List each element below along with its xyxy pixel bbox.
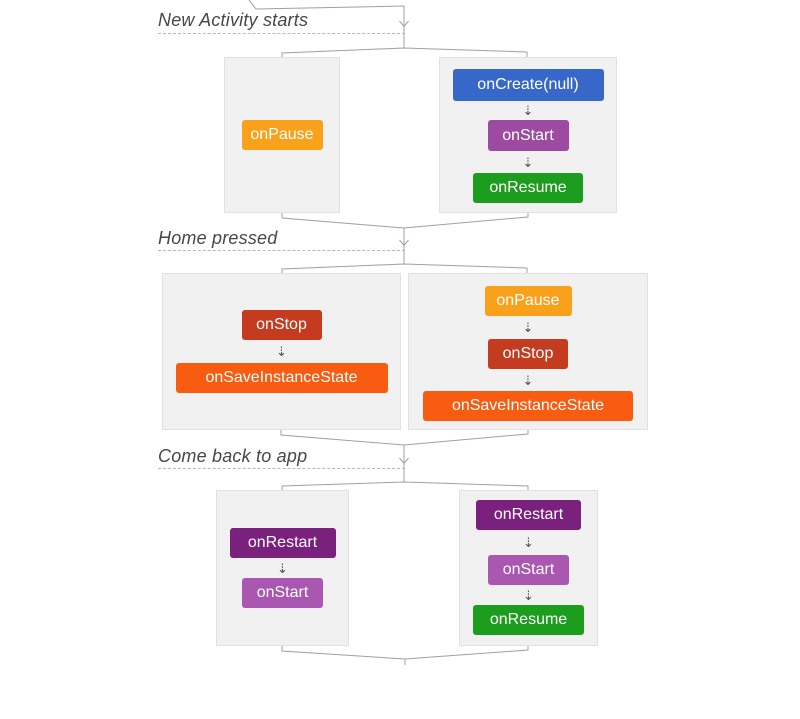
step-onpause: onPause bbox=[484, 286, 572, 316]
section-divider-3 bbox=[158, 468, 405, 469]
connector-arrowhead-1 bbox=[399, 20, 409, 28]
dashed-down-arrow-icon: ⇣ bbox=[523, 535, 534, 550]
panel-new-activity-start: onCreate(null) ⇣ onStart ⇣ onResume bbox=[439, 57, 617, 213]
step-onsaveinstancestate: onSaveInstanceState bbox=[175, 363, 388, 393]
step-onresume: onResume bbox=[473, 605, 584, 635]
dashed-down-arrow-icon: ⇣ bbox=[277, 560, 288, 576]
panel-home-pressed-right: onPause ⇣ onStop ⇣ onSaveInstanceState bbox=[408, 273, 648, 430]
dashed-down-arrow-icon: ⇣ bbox=[522, 372, 534, 388]
connector-merge-1 bbox=[281, 213, 529, 229]
panel-come-back-right: onRestart ⇣ onStart ⇣ onResume bbox=[459, 490, 598, 646]
step-onresume: onResume bbox=[473, 173, 583, 203]
connector-merge-2 bbox=[280, 430, 529, 446]
step-oncreate-null: onCreate(null) bbox=[452, 69, 604, 101]
step-onstop: onStop bbox=[241, 310, 322, 340]
dashed-down-arrow-icon: ⇣ bbox=[276, 344, 287, 359]
step-onstart: onStart bbox=[242, 578, 323, 608]
step-onpause: onPause bbox=[241, 120, 323, 150]
section-divider-1 bbox=[158, 33, 405, 34]
step-onrestart: onRestart bbox=[229, 528, 336, 558]
connector-arrowhead-3 bbox=[399, 457, 409, 465]
connector-merge-3 bbox=[281, 646, 529, 660]
dashed-down-arrow-icon: ⇣ bbox=[522, 154, 534, 170]
section-label-new-activity: New Activity starts bbox=[158, 10, 309, 30]
connector-fork-1 bbox=[281, 47, 528, 57]
connector-fork-3 bbox=[281, 481, 529, 490]
section-label-come-back: Come back to app bbox=[158, 446, 308, 466]
step-onsaveinstancestate: onSaveInstanceState bbox=[423, 391, 633, 421]
section-divider-2 bbox=[158, 250, 405, 251]
panel-home-pressed-left: onStop ⇣ onSaveInstanceState bbox=[162, 273, 401, 430]
dashed-down-arrow-icon: ⇣ bbox=[522, 103, 534, 118]
step-onstop: onStop bbox=[488, 339, 568, 369]
panel-come-back-left: onRestart ⇣ onStart bbox=[216, 490, 349, 646]
section-label-home-pressed: Home pressed bbox=[158, 228, 278, 248]
connector-arrowhead-2 bbox=[399, 239, 409, 247]
dashed-down-arrow-icon: ⇣ bbox=[522, 320, 534, 335]
dashed-down-arrow-icon: ⇣ bbox=[523, 587, 534, 603]
panel-old-activity-start: onPause bbox=[224, 57, 340, 213]
step-onrestart: onRestart bbox=[476, 500, 581, 530]
step-onstart: onStart bbox=[488, 555, 569, 585]
step-onstart: onStart bbox=[487, 120, 569, 151]
